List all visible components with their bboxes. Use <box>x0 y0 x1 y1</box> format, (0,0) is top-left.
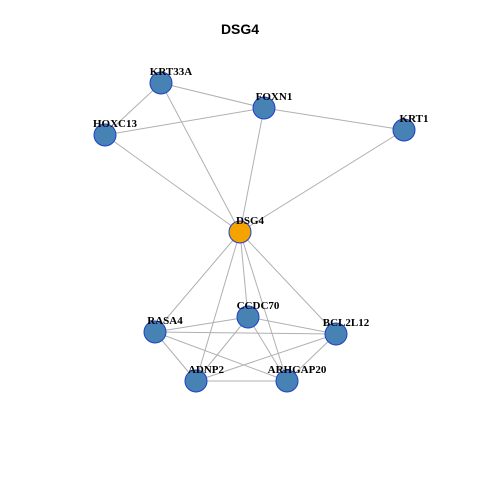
edge-foxn1-dsg4 <box>239 107 265 233</box>
edge-dsg4-rasa4 <box>154 231 241 333</box>
edge-foxn1-hoxc13 <box>104 107 265 136</box>
edge-ccdc70-adnp2 <box>195 316 249 382</box>
node-label-hoxc13: HOXC13 <box>93 118 138 130</box>
node-rasa4 <box>143 320 167 344</box>
node-label-adnp2: ADNP2 <box>188 364 225 376</box>
edge-krt1-dsg4 <box>239 129 405 233</box>
node-krt33a <box>149 71 173 95</box>
node-ccdc70 <box>236 305 260 329</box>
node-adnp2 <box>184 369 208 393</box>
node-label-krt33a: KRT33A <box>150 66 192 78</box>
node-hoxc13 <box>93 123 117 147</box>
diagram-title: DSG4 <box>220 21 260 37</box>
edge-krt33a-dsg4 <box>160 82 241 233</box>
node-label-ccdc70: CCDC70 <box>237 300 280 312</box>
node-label-arhgap20: ARHGAP20 <box>268 364 327 376</box>
node-krt1 <box>392 118 416 142</box>
edge-krt33a-foxn1 <box>160 82 265 109</box>
node-foxn1 <box>252 96 276 120</box>
edge-dsg4-arhgap20 <box>239 231 288 382</box>
node-label-dsg4: DSG4 <box>236 215 265 227</box>
node-bcl2l12 <box>324 322 348 346</box>
node-label-rasa4: RASA4 <box>147 315 183 327</box>
edge-ccdc70-arhgap20 <box>247 316 288 382</box>
node-label-bcl2l12: BCL2L12 <box>323 317 370 329</box>
edge-ccdc70-bcl2l12 <box>247 316 337 335</box>
edge-ccdc70-rasa4 <box>154 316 249 333</box>
edge-dsg4-adnp2 <box>195 231 241 382</box>
node-dsg4 <box>228 220 252 244</box>
node-arhgap20 <box>275 369 299 393</box>
edge-dsg4-bcl2l12 <box>239 231 337 335</box>
edge-rasa4-bcl2l12 <box>154 331 337 335</box>
edge-krt33a-hoxc13 <box>104 82 162 136</box>
node-layer <box>93 71 416 393</box>
edge-rasa4-arhgap20 <box>154 331 288 382</box>
node-label-foxn1: FOXN1 <box>256 91 293 103</box>
edge-foxn1-krt1 <box>263 107 405 131</box>
edge-bcl2l12-adnp2 <box>195 333 337 382</box>
edge-hoxc13-dsg4 <box>104 134 241 233</box>
node-label-krt1: KRT1 <box>400 113 429 125</box>
edge-dsg4-ccdc70 <box>239 231 249 318</box>
